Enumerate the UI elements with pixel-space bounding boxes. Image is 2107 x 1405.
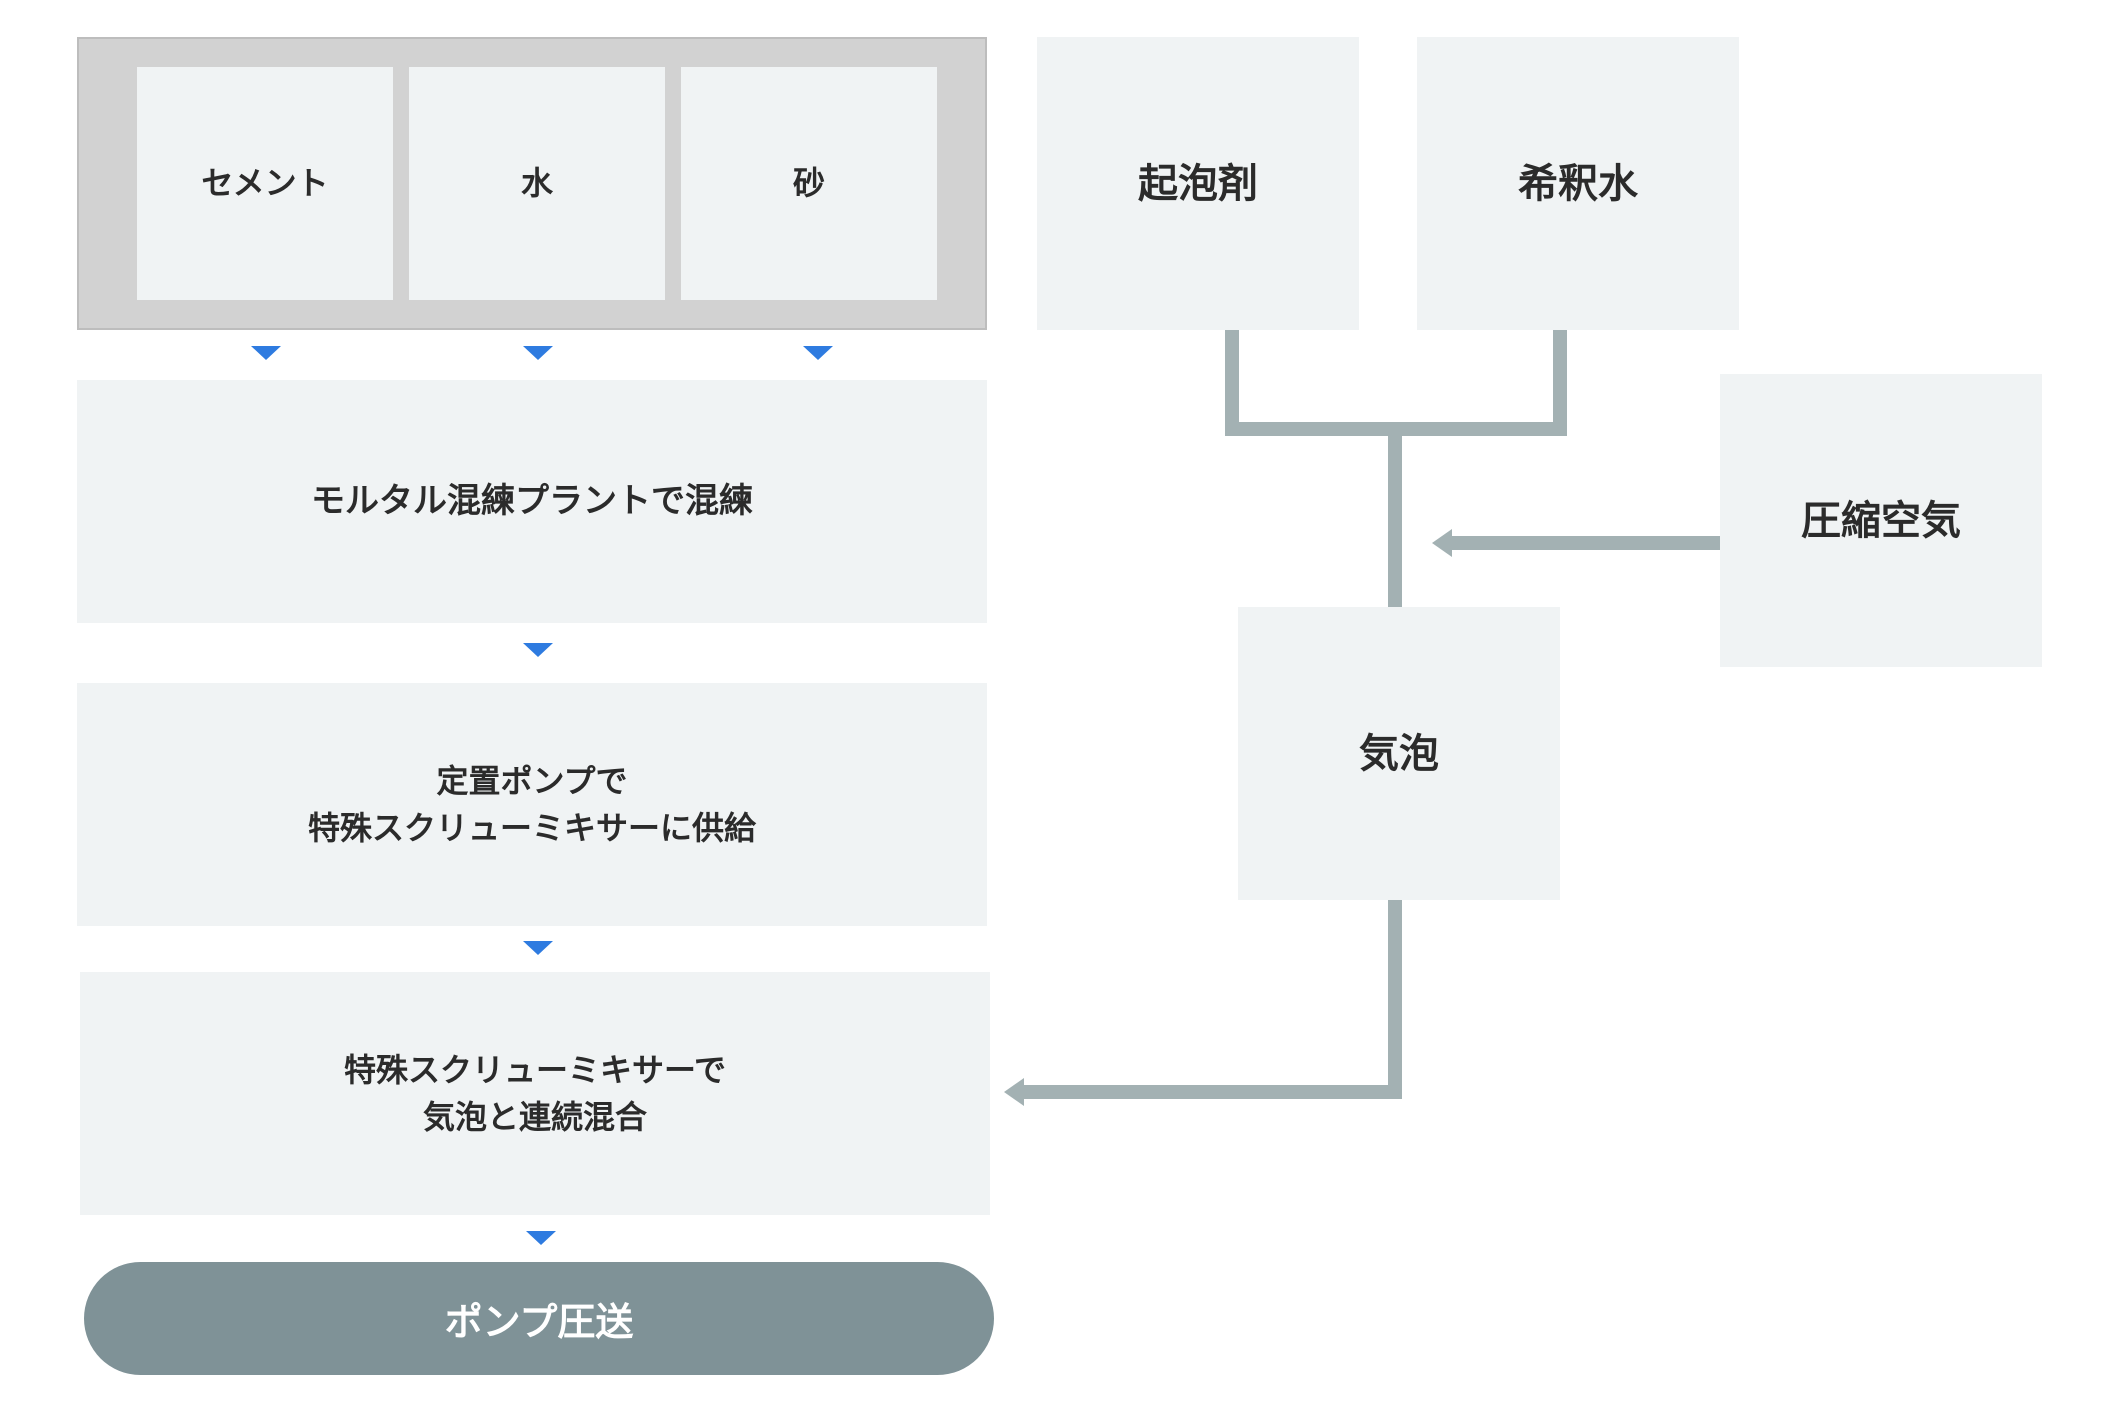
step-continuous-mixing: 特殊スクリューミキサーで 気泡と連続混合	[80, 972, 990, 1215]
step-mortar-mixing-label: モルタル混練プラントで混練	[311, 480, 753, 521]
input-water: 水	[409, 67, 665, 300]
foam-box-label: 気泡	[1359, 730, 1439, 777]
input-compressed-air-label: 圧縮空気	[1801, 497, 1961, 544]
input-cement-label: セメント	[201, 164, 329, 203]
input-water-label: 水	[520, 164, 553, 203]
foam-to-mixer-line	[1022, 900, 1402, 1099]
input-foaming-agent-label: 起泡剤	[1138, 160, 1258, 207]
input-dilution-water: 希釈水	[1417, 37, 1739, 330]
input-sand-label: 砂	[792, 164, 825, 203]
compressed-air-arrowhead	[1432, 529, 1452, 557]
step-continuous-mixing-label: 特殊スクリューミキサーで 気泡と連続混合	[343, 1051, 727, 1136]
input-compressed-air: 圧縮空気	[1720, 374, 2042, 667]
input-dilution-water-label: 希釈水	[1518, 160, 1638, 207]
input-cement: セメント	[137, 67, 393, 300]
input-foaming-agent: 起泡剤	[1037, 37, 1359, 330]
step-supply: 定置ポンプで 特殊スクリューミキサーに供給	[77, 683, 987, 926]
final-step-label: ポンプ圧送	[444, 1300, 634, 1344]
arrow-down-step2	[523, 941, 553, 955]
foam-inputs-join-line	[1225, 330, 1567, 436]
step-supply-label: 定置ポンプで 特殊スクリューミキサーに供給	[307, 762, 756, 847]
arrow-down-cement	[251, 346, 281, 360]
input-sand: 砂	[681, 67, 937, 300]
foam-box: 気泡	[1238, 607, 1560, 900]
arrow-down-water	[523, 346, 553, 360]
arrow-down-sand	[803, 346, 833, 360]
final-step-pumping: ポンプ圧送	[84, 1262, 994, 1375]
arrow-down-step1	[523, 643, 553, 657]
step-mortar-mixing: モルタル混練プラントで混練	[77, 380, 987, 623]
arrow-down-step3	[526, 1231, 556, 1245]
foam-to-mixer-arrowhead	[1004, 1078, 1024, 1106]
raw-materials-group: セメント 水 砂	[77, 37, 987, 330]
